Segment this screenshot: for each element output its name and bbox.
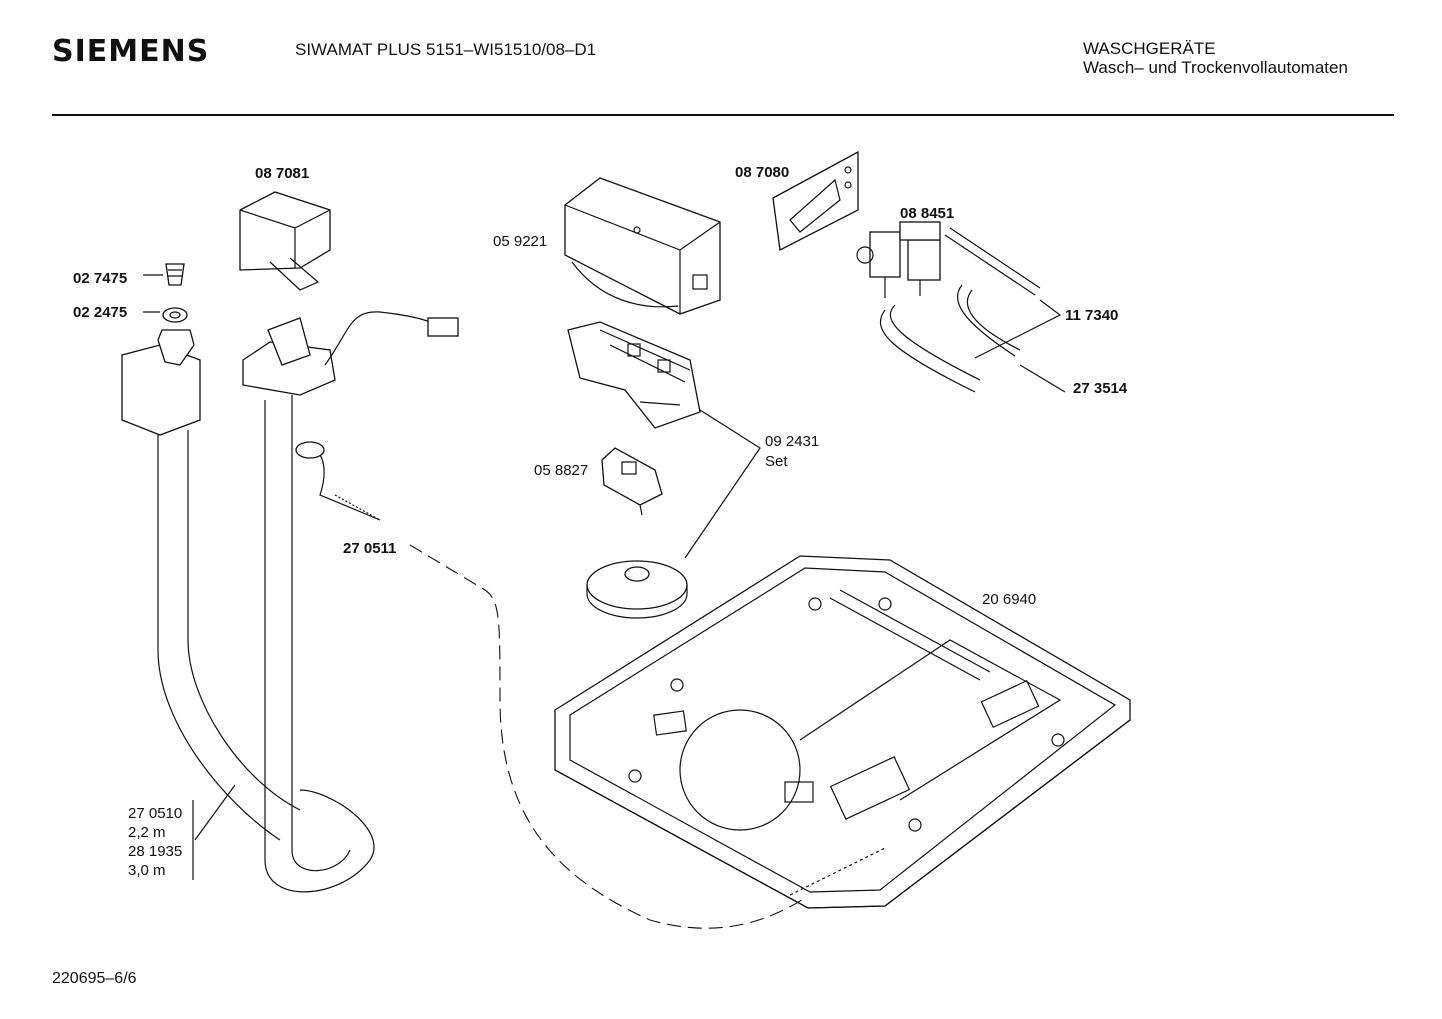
- label-273514: 27 3514: [1073, 380, 1128, 397]
- label-270510: 27 0510: [128, 805, 182, 822]
- filter-part: [165, 263, 185, 286]
- label-087080: 08 7080: [735, 164, 789, 181]
- inlet-hose-part: [121, 329, 375, 893]
- label-117340: 11 7340: [1065, 307, 1118, 324]
- brand-logo: SIEMENS: [52, 34, 210, 69]
- drain-hose-route: [409, 544, 806, 929]
- disc-part: [586, 560, 688, 619]
- label-058827: 05 8827: [534, 462, 588, 479]
- valve-part: [856, 221, 941, 298]
- holder-bracket-part: [567, 321, 701, 429]
- label-270511: 27 0511: [343, 540, 396, 557]
- category-title: WASCHGERÄTE: [1083, 39, 1216, 58]
- valve-hoses-part: [879, 227, 1041, 393]
- label-088451: 08 8451: [900, 205, 954, 222]
- label-set: Set: [765, 453, 788, 470]
- label-281935: 28 1935: [128, 843, 182, 860]
- header-divider: [52, 114, 1394, 116]
- label-length-1: 2,2 m: [128, 824, 166, 841]
- washer-part: [162, 307, 188, 323]
- switch-part: [601, 447, 663, 516]
- subcategory-title: Wasch– und Trockenvollautomaten: [1083, 58, 1348, 77]
- label-087081: 08 7081: [255, 165, 309, 182]
- label-059221: 05 9221: [493, 233, 547, 250]
- label-206940: 20 6940: [982, 591, 1036, 608]
- drain-holder-part: [242, 311, 459, 521]
- cap-part: [239, 191, 331, 291]
- document-number: 220695–6/6: [52, 970, 137, 987]
- label-length-2: 3,0 m: [128, 862, 166, 879]
- cover-part: [564, 177, 721, 315]
- label-027475: 02 7475: [73, 270, 127, 287]
- label-092431: 09 2431: [765, 433, 819, 450]
- label-022475: 02 2475: [73, 304, 127, 321]
- base-plate-part: [554, 555, 1131, 909]
- bracket-plate-part: [772, 150, 859, 251]
- leader-lines: [143, 274, 1066, 880]
- model-title: SIWAMAT PLUS 5151–WI51510/08–D1: [295, 40, 597, 59]
